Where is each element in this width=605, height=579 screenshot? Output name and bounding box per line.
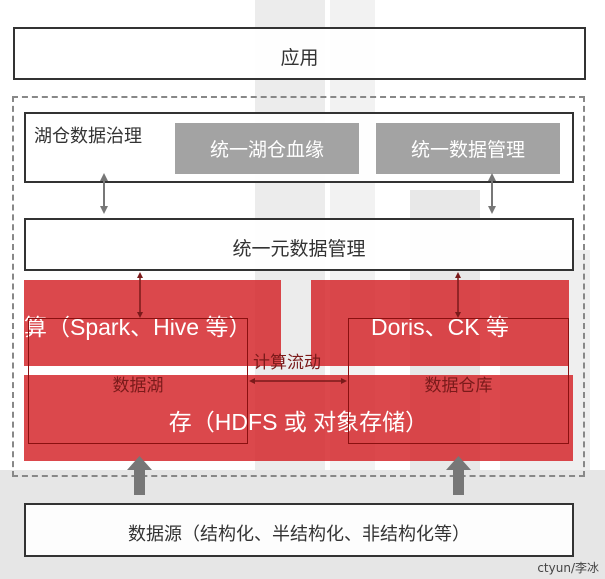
data-lake-box: 数据湖	[28, 318, 248, 444]
flow-label: 计算流动	[253, 353, 321, 373]
data-management-box: 统一数据管理	[376, 123, 560, 174]
data-warehouse-label: 数据仓库	[424, 376, 493, 396]
metadata-label: 统一元数据管理	[232, 238, 366, 260]
storage-label: 存（HDFS 或 对象存储）	[168, 409, 429, 435]
storage-block: 存（HDFS 或 对象存储）	[24, 375, 573, 461]
governance-title: 湖仓数据治理	[34, 126, 142, 147]
application-label: 应用	[280, 47, 319, 69]
data-warehouse-box: 数据仓库	[348, 318, 569, 444]
lineage-label: 统一湖仓血缘	[209, 139, 324, 161]
data-source-layer: 数据源（结构化、半结构化、非结构化等）	[24, 503, 574, 557]
data-management-label: 统一数据管理	[410, 139, 525, 161]
application-layer: 应用	[13, 27, 586, 80]
watermark: ctyun/李冰	[537, 561, 599, 575]
data-lake-label: 数据湖	[112, 376, 164, 396]
compute-left-block: 算（Spark、Hive 等）	[24, 280, 281, 366]
metadata-layer: 统一元数据管理	[24, 218, 574, 271]
lakehouse-frame	[12, 96, 585, 477]
lineage-box: 统一湖仓血缘	[175, 123, 359, 174]
data-source-label: 数据源（结构化、半结构化、非结构化等）	[128, 524, 470, 545]
